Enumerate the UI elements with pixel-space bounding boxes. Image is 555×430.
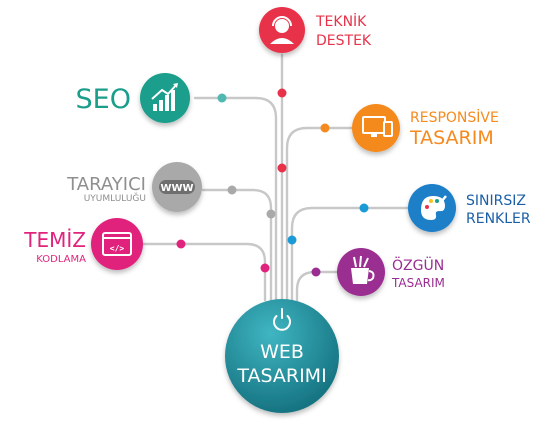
dot-temiz (176, 239, 186, 249)
dot-tarayici (227, 185, 237, 195)
headset-support-icon (259, 7, 305, 53)
line-tarayici (201, 188, 273, 302)
responsive-line1: RESPONSİVE (410, 108, 499, 126)
line-temiz (141, 242, 267, 302)
labels: TEKNİK DESTEK SEO RESPONSİVE TASARIM TAR… (23, 12, 531, 290)
teknik-line2: DESTEK (316, 33, 372, 49)
dot-seo (217, 93, 227, 103)
temiz-line1: TEMİZ (23, 228, 86, 252)
devices-icon (352, 104, 400, 152)
ozgun-line1: ÖZGÜN (392, 256, 444, 274)
teknik-line1: TEKNİK (315, 12, 367, 30)
sinirsiz-line1: SINIRSIZ (466, 193, 526, 209)
dot-teknik-lower (277, 163, 287, 173)
connector-dots (176, 88, 369, 277)
dot-temiz-lower (260, 263, 270, 273)
code-window-icon: </> (91, 218, 143, 270)
palette-icon (408, 184, 456, 232)
power-icon (273, 308, 291, 331)
svg-text:WWW: WWW (160, 183, 193, 194)
line-responsive (285, 126, 354, 302)
pencil-cup-icon (337, 248, 385, 296)
center-node: WEB TASARIMI (225, 299, 339, 413)
responsive-line2: TASARIM (409, 127, 494, 149)
sinirsiz-line2: RENKLER (466, 211, 531, 227)
dot-ozgun (311, 267, 321, 277)
dot-teknik (277, 88, 287, 98)
dot-sinirsiz-lower (287, 235, 297, 245)
center-line2: TASARIMI (236, 365, 326, 387)
temiz-line2: KODLAMA (36, 254, 86, 265)
dot-responsive (320, 123, 330, 133)
line-seo (193, 96, 278, 302)
dot-sinirsiz (359, 203, 369, 213)
svg-text:</>: </> (110, 244, 125, 253)
growth-chart-icon (140, 73, 190, 123)
www-badge-icon: WWW (152, 162, 202, 212)
ozgun-line2: TASARIM (391, 276, 445, 290)
tarayici-line2: UYUMLULUĞU (84, 192, 146, 204)
dot-tarayici-lower (266, 209, 276, 219)
seo-line1: SEO (76, 84, 131, 115)
center-line1: WEB (260, 341, 304, 363)
line-sinirsiz (290, 206, 410, 302)
tarayici-line1: TARAYICI (66, 174, 146, 195)
